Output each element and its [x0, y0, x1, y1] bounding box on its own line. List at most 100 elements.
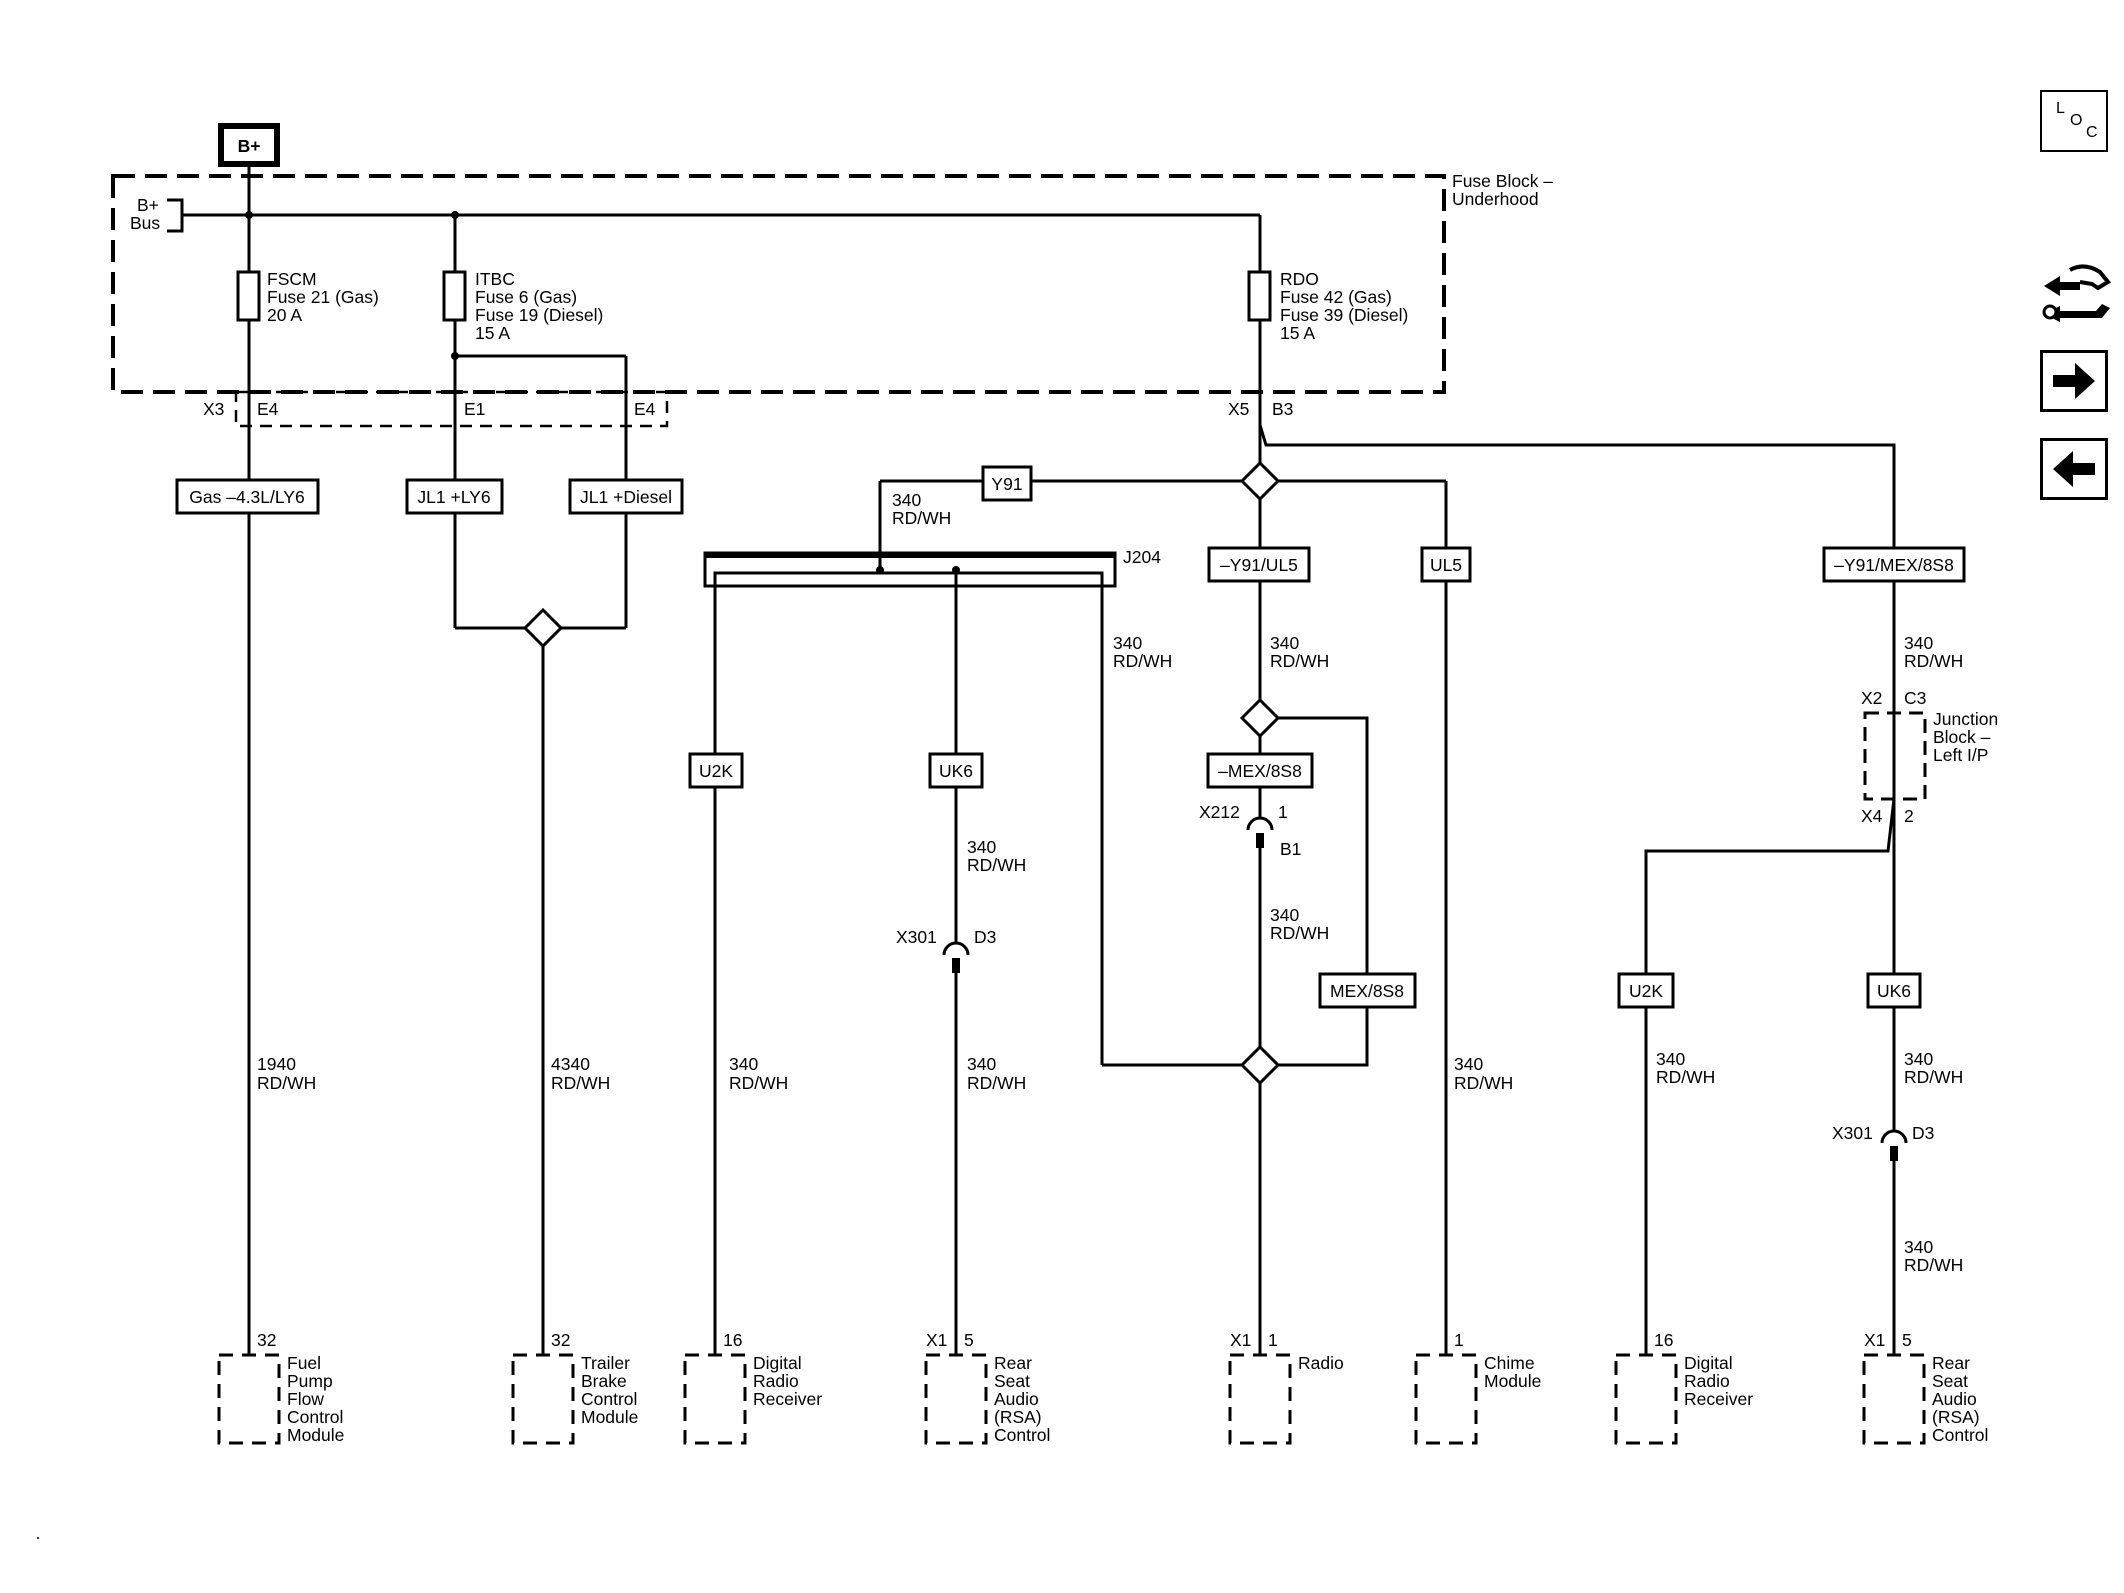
- wire-4340-color: RD/WH: [551, 1073, 610, 1093]
- module-outline: [924, 1353, 988, 1445]
- wire-uk6-b-num: 340: [1904, 1049, 1933, 1069]
- connector-x3-label: X3: [203, 399, 224, 419]
- location-button[interactable]: L O C: [2040, 90, 2108, 152]
- module-name-line: Receiver: [753, 1389, 822, 1409]
- connector-x301-left: [942, 941, 970, 956]
- option-jl1-diesel-label: JL1 +Diesel: [580, 487, 672, 507]
- previous-button[interactable]: [2040, 438, 2108, 500]
- wire-x212-color: RD/WH: [1270, 923, 1329, 943]
- module-name-line: Radio: [1298, 1353, 1344, 1373]
- option-y91-label: Y91: [991, 474, 1022, 494]
- module-name-line: Seat: [994, 1371, 1030, 1391]
- x301-left-label: X301: [896, 927, 937, 947]
- x301-left-pin: D3: [974, 927, 996, 947]
- option-ul5-label: UL5: [1430, 555, 1462, 575]
- wire-ul5-num: 340: [1454, 1054, 1483, 1074]
- module-pin: 16: [1654, 1330, 1673, 1350]
- bus-label-2: Bus: [130, 213, 160, 233]
- x4-label: X4: [1861, 806, 1883, 826]
- x212-label: X212: [1199, 802, 1240, 822]
- pin-e4-left: E4: [257, 399, 279, 419]
- fuse-itbc-name: ITBC: [475, 269, 515, 289]
- option-jl1-ly6: [405, 478, 504, 515]
- fuse-rdo-line-3: 15 A: [1280, 323, 1315, 343]
- fuse-block-name-1: Fuse Block –: [1452, 171, 1553, 191]
- next-button[interactable]: [2040, 350, 2108, 412]
- fuse-block-name-2: Underhood: [1452, 189, 1539, 209]
- wire-u2k-num: 340: [729, 1054, 758, 1074]
- wire-j204-num: 340: [1113, 633, 1142, 653]
- wire-j204-color: RD/WH: [1113, 651, 1172, 671]
- wire-uk6-b2-color: RD/WH: [1904, 1255, 1963, 1275]
- module-name-line: Control: [994, 1425, 1050, 1445]
- wire-x212-num: 340: [1270, 905, 1299, 925]
- fuse-fscm-name: FSCM: [267, 269, 317, 289]
- module-outline: [217, 1353, 281, 1445]
- wire-uk6-top-num: 340: [967, 837, 996, 857]
- option-y91: [981, 465, 1033, 502]
- fuse-itbc-line-1: Fuse 6 (Gas): [475, 287, 577, 307]
- arrow-left-icon: [2053, 451, 2095, 487]
- option-u2k-right: [1617, 972, 1675, 1009]
- x4-pin: 2: [1904, 806, 1914, 826]
- wire-u2k-color: RD/WH: [729, 1073, 788, 1093]
- module-name-line: Control: [287, 1407, 343, 1427]
- module-connector: X1: [1230, 1330, 1251, 1350]
- connector-tool-button[interactable]: [2040, 258, 2112, 330]
- wire-ul5a-color: RD/WH: [1270, 651, 1329, 671]
- connector-tool-icon: [2042, 264, 2111, 322]
- connector-x212: [1246, 816, 1274, 831]
- module-name-line: Audio: [1932, 1389, 1977, 1409]
- module-pin: 5: [1902, 1330, 1912, 1350]
- option-uk6-right-label: UK6: [1877, 981, 1911, 1001]
- fuse-fscm-line-2: 20 A: [267, 305, 302, 325]
- option-gas-label: Gas –4.3L/LY6: [189, 487, 304, 507]
- loc-letter-l: L: [2056, 100, 2065, 117]
- module-pin: 16: [723, 1330, 742, 1350]
- wire-uk6-b2-num: 340: [1904, 1237, 1933, 1257]
- connector-x5-label: X5: [1228, 399, 1249, 419]
- splice-radio: [1239, 1044, 1281, 1086]
- connector-x3: [234, 390, 669, 428]
- fuse-itbc-line-3: 15 A: [475, 323, 510, 343]
- option-not-mex: [1206, 752, 1314, 789]
- option-mex: [1318, 972, 1417, 1009]
- arrow-right-icon: [2053, 363, 2095, 399]
- wire-ul5-color: RD/WH: [1454, 1073, 1513, 1093]
- module-outline: [1614, 1353, 1678, 1445]
- module-name-line: Module: [287, 1425, 344, 1445]
- wire-jb-color: RD/WH: [1904, 651, 1963, 671]
- wire-uk6-b-color: RD/WH: [1904, 1067, 1963, 1087]
- connector-x301-right: [1880, 1129, 1908, 1144]
- module-pin: 1: [1268, 1330, 1278, 1350]
- wire-jb-num: 340: [1904, 633, 1933, 653]
- junction-block-line-2: Block –: [1933, 727, 1991, 747]
- module-name-line: Rear: [994, 1353, 1032, 1373]
- module-name-line: Control: [581, 1389, 637, 1409]
- wire-uk6-bot-num: 340: [967, 1054, 996, 1074]
- wire-1940-num: 1940: [257, 1054, 296, 1074]
- module-name-line: (RSA): [994, 1407, 1042, 1427]
- module-name-line: Rear: [1932, 1353, 1970, 1373]
- wire-u2k-b-color: RD/WH: [1656, 1067, 1715, 1087]
- option-ul5: [1420, 546, 1472, 583]
- module-name-line: Module: [581, 1407, 638, 1427]
- module-name-line: (RSA): [1932, 1407, 1980, 1427]
- x212-b1: B1: [1280, 839, 1301, 859]
- junction-block-line-1: Junction: [1933, 709, 1998, 729]
- x2-label: X2: [1861, 688, 1882, 708]
- module-connector: X1: [1864, 1330, 1885, 1350]
- splice-rdo-main: [1239, 460, 1281, 502]
- loc-letter-c: C: [2086, 124, 2098, 141]
- fuse-rdo-line-2: Fuse 39 (Diesel): [1280, 305, 1408, 325]
- fuse-itbc: [442, 270, 467, 322]
